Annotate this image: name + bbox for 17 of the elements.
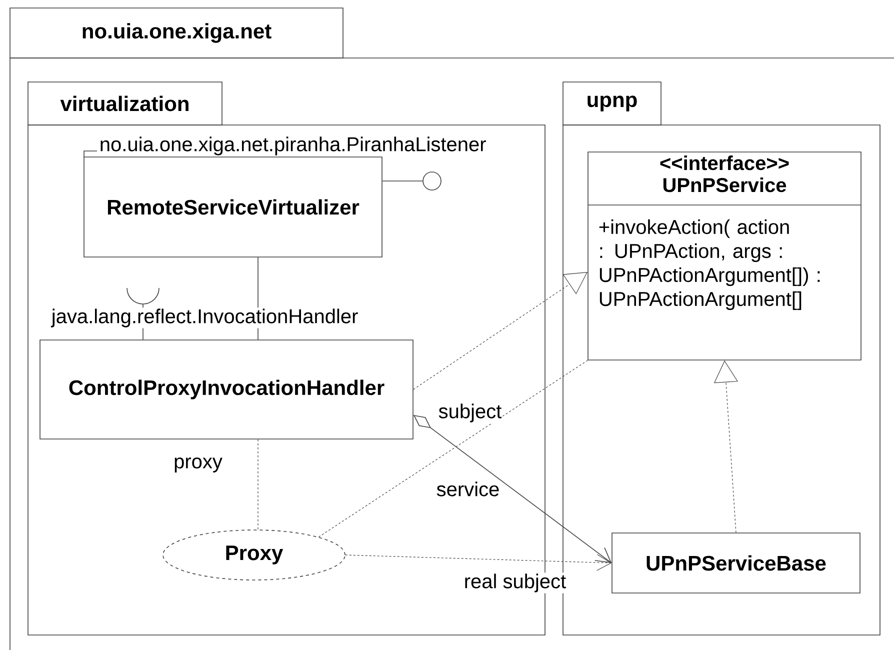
- class-box: UPnPServiceBase: [612, 532, 860, 594]
- interface-box: <<interface>> UPnPService +invokeAction( action : UPnPAction, args : UPnPActionArgument[]) : UPnPActionArgument[]: [588, 152, 862, 360]
- interface-socket: [126, 288, 160, 304]
- edge-label: subject: [438, 404, 502, 422]
- interface-label: java.lang.reflect.InvocationHandler: [50, 308, 358, 328]
- connector: [345, 554, 612, 571]
- interface-lollipop: [422, 172, 442, 190]
- interface-label: no.uia.one.xiga.net.piranha.PiranhaListener: [84, 136, 486, 158]
- node-label: upnp: [588, 96, 637, 112]
- edge-label: real subject: [465, 574, 566, 592]
- node-label: virtualization: [60, 96, 188, 112]
- edge-label: service: [436, 482, 499, 496]
- connector: [318, 360, 588, 538]
- connector: [382, 180, 423, 182]
- edge-label: proxy: [174, 458, 222, 472]
- class-box: RemoteServiceVirtualizer: [84, 156, 382, 258]
- class-box: ControlProxyInvocationHandler: [40, 340, 414, 440]
